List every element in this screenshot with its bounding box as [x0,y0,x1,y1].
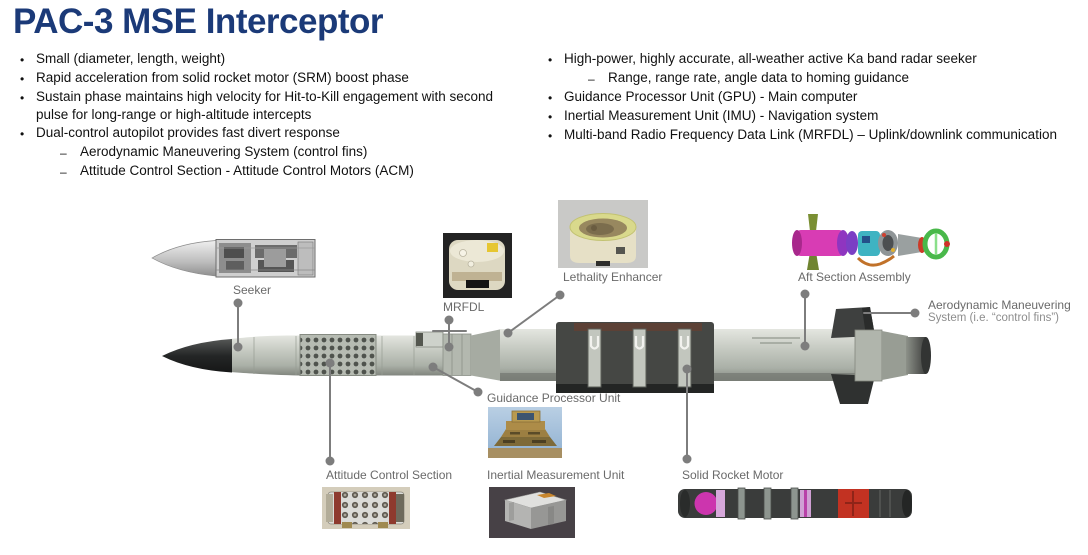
bullet-marker: • [20,91,25,105]
missile-scoop-opening [416,333,423,346]
bullet-text: Dual-control autopilot provides fast div… [36,125,340,140]
callout-aft-section [800,289,810,351]
dash-marker: – [588,72,595,86]
callout-gpu [428,362,483,397]
clamp-band [587,328,602,388]
missile-mrfdl-ring [442,333,472,376]
inertial-measurement-unit-image [489,487,575,538]
bullet-marker: • [20,127,25,141]
mrfdl-image [443,233,512,298]
guidance-processor-unit-image [488,407,562,458]
aft-section-assembly-image [792,214,950,270]
ams-label-line2: System (i.e. “control fins”) [928,312,1059,324]
bullet-item: • Sustain phase maintains high velocity … [20,88,496,124]
bullet-marker: • [548,110,553,124]
bullet-text: High-power, highly accurate, all-weather… [564,51,977,66]
callout-acs [325,358,335,466]
label-solid-rocket-motor: Solid Rocket Motor [682,468,784,482]
callout-ams [863,308,920,318]
missile-acs-band [299,334,377,376]
bullet-text: Aerodynamic Maneuvering System (control … [80,144,368,159]
bullet-item: • Inertial Measurement Unit (IMU) - Navi… [548,107,1078,126]
bullet-text: Sustain phase maintains high velocity fo… [36,89,493,122]
bullet-marker: • [548,129,553,143]
missile-nozzle [882,331,908,380]
clamp-band [677,328,692,388]
bullet-text: Rapid acceleration from solid rocket mot… [36,70,409,85]
page-title: PAC-3 MSE Interceptor [13,2,384,41]
bullet-marker: • [20,53,25,67]
seeker-image [151,239,316,278]
bullet-text: Guidance Processor Unit (GPU) - Main com… [564,89,858,104]
bullet-item: • Rapid acceleration from solid rocket m… [20,69,535,88]
bullet-marker: • [548,91,553,105]
bullet-text: Attitude Control Section - Attitude Cont… [80,163,414,178]
label-aft-section-assembly: Aft Section Assembly [798,270,911,284]
bullet-subitem: – Attitude Control Section - Attitude Co… [20,162,535,181]
callout-seeker [233,298,243,352]
callout-lethality-enhancer [503,290,565,338]
bullet-text: Range, range rate, angle data to homing … [608,70,909,85]
bullet-marker: • [20,72,25,86]
bullet-item: • Multi-band Radio Frequency Data Link (… [548,126,1078,145]
lethality-enhancer-image [558,200,648,268]
missile-coupling [471,329,502,381]
clamp-band [632,328,647,388]
label-seeker: Seeker [233,283,272,297]
dash-marker: – [60,146,67,160]
missile-bottom-fin [831,374,875,404]
bullet-item: • Dual-control autopilot provides fast d… [20,124,535,143]
missile-aft-ring [854,329,883,382]
solid-rocket-motor-image [678,487,912,520]
bullet-text: Inertial Measurement Unit (IMU) - Naviga… [564,108,879,123]
top-fin-shade [862,307,875,336]
label-inertial-measurement-unit: Inertial Measurement Unit [487,468,625,482]
bullet-list-left: • Small (diameter, length, weight) • Rap… [20,50,535,181]
label-mrfdl: MRFDL [443,300,485,314]
callout-lines [233,289,920,466]
missile-exit-cone [921,337,931,374]
label-lethality-enhancer: Lethality Enhancer [563,270,663,284]
callout-srm [682,364,692,464]
bullet-subitem: – Aerodynamic Maneuvering System (contro… [20,143,535,162]
missile-airframe [162,307,931,404]
callout-mrfdl [432,315,467,352]
bullet-marker: • [548,53,553,67]
body-stencil-marks [752,337,800,344]
bullet-subitem: – Range, range rate, angle data to homin… [548,69,1078,88]
bullet-text: Multi-band Radio Frequency Data Link (MR… [564,127,1057,142]
label-attitude-control-section: Attitude Control Section [326,468,453,482]
missile-nose-cone [162,339,232,373]
missile-saddle-section [556,322,714,393]
missile-nozzle-end [906,337,926,374]
attitude-control-section-image [322,487,410,529]
label-guidance-processor-unit: Guidance Processor Unit [487,391,621,405]
bullet-item: • High-power, highly accurate, all-weath… [548,50,1078,69]
bullet-item: • Guidance Processor Unit (GPU) - Main c… [548,88,1078,107]
label-aerodynamic-maneuvering-system: Aerodynamic Maneuvering System (i.e. “co… [928,298,1071,324]
bullet-item: • Small (diameter, length, weight) [20,50,535,69]
bullet-text: Small (diameter, length, weight) [36,51,226,66]
ams-label-line1: Aerodynamic Maneuvering [928,298,1071,312]
dash-marker: – [60,165,67,179]
body-seams [253,336,415,375]
bullet-list-right: • High-power, highly accurate, all-weath… [548,50,1078,145]
